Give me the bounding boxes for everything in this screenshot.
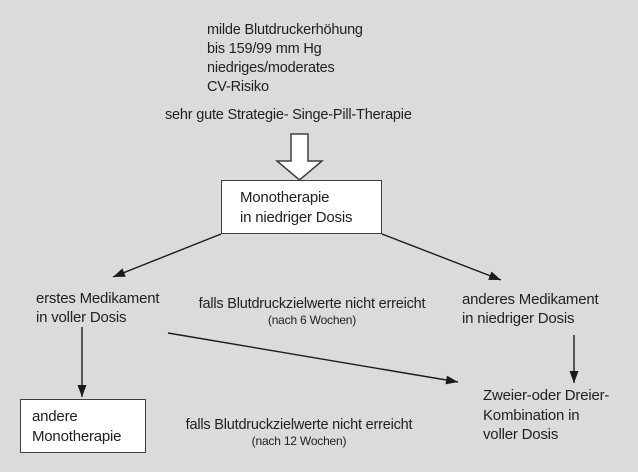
- first-drug-line-2: in voller Dosis: [36, 309, 127, 326]
- intro-line-3: niedriges/moderates: [207, 60, 335, 76]
- combination-line-1: Zweier-oder Dreier-: [483, 387, 610, 404]
- condition-6-weeks: falls Blutdruckzielwerte nicht erreicht …: [182, 296, 442, 328]
- monotherapy-box-line-1: Monotherapie: [240, 189, 330, 206]
- other-monotherapy-box-line-1: andere: [32, 408, 78, 425]
- condition-6-weeks-line-2: (nach 6 Wochen): [267, 313, 357, 327]
- other-drug-line-1: anderes Medikament: [462, 291, 599, 308]
- condition-12-weeks: falls Blutdruckzielwerte nicht erreicht …: [170, 417, 428, 449]
- other-drug-line-2: in niedriger Dosis: [462, 310, 575, 327]
- arrow-to-first-drug: [112, 233, 222, 278]
- intro-line-4: CV-Risiko: [207, 79, 269, 95]
- arrow-to-other-drug: [381, 233, 502, 281]
- intro-line-1: milde Blutdruckerhöhung: [207, 22, 363, 38]
- big-down-block-arrow-icon: [274, 133, 325, 181]
- strategy-text: sehr gute Strategie- Singe-Pill-Therapie: [165, 107, 412, 123]
- other-monotherapy-box-line-2: Monotherapie: [32, 427, 122, 445]
- first-drug-label: erstes Medikament in voller Dosis: [36, 289, 160, 327]
- monotherapy-box: Monotherapie in niedriger Dosis: [221, 180, 382, 234]
- combination-line-3: voller Dosis: [483, 426, 559, 443]
- first-drug-line-1: erstes Medikament: [36, 290, 160, 307]
- other-drug-label: anderes Medikament in niedriger Dosis: [462, 290, 599, 328]
- intro-text-block: milde Blutdruckerhöhung bis 159/99 mm Hg…: [207, 21, 363, 97]
- condition-12-weeks-line-1: falls Blutdruckzielwerte nicht erreicht: [185, 417, 413, 433]
- arrow-first-drug-to-combination: [167, 332, 459, 385]
- intro-line-2: bis 159/99 mm Hg: [207, 41, 322, 57]
- condition-6-weeks-line-1: falls Blutdruckzielwerte nicht erreicht: [198, 296, 426, 312]
- combination-line-2: Kombination in: [483, 406, 580, 424]
- monotherapy-box-line-2: in niedriger Dosis: [240, 208, 353, 226]
- combination-label: Zweier-oder Dreier- Kombination in volle…: [483, 386, 609, 445]
- other-monotherapy-box: andere Monotherapie: [20, 399, 146, 453]
- condition-12-weeks-line-2: (nach 12 Wochen): [251, 434, 347, 448]
